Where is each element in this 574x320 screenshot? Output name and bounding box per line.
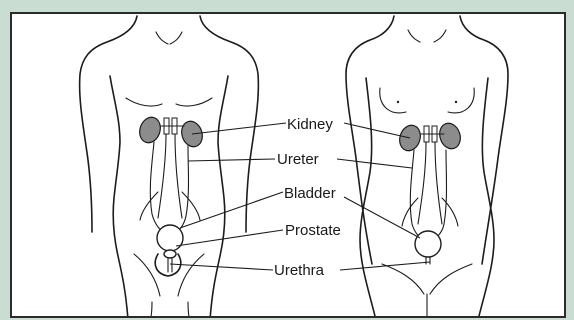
female-right-kidney (436, 121, 463, 152)
female-figure (346, 16, 508, 318)
female-bladder (415, 231, 441, 257)
male-left-kidney (136, 115, 163, 146)
female-right-ureter (432, 150, 447, 240)
male-urethra (168, 258, 172, 272)
label-prostate: Prostate (285, 223, 341, 238)
male-bladder (157, 225, 183, 251)
male-body-outline-left (80, 16, 137, 232)
male-body-outline-right (200, 16, 258, 232)
female-body-outline-left (346, 16, 394, 264)
male-figure (80, 16, 259, 318)
label-urethra: Urethra (274, 263, 324, 278)
label-bladder: Bladder (284, 186, 336, 201)
male-left-ureter (150, 142, 166, 234)
label-kidney: Kidney (287, 117, 333, 132)
female-body-outline-right (460, 16, 508, 264)
male-prostate (164, 250, 176, 258)
label-ureter: Ureter (277, 152, 319, 167)
female-urethra (426, 257, 430, 264)
diagram-frame: Kidney Ureter Bladder Prostate Urethra (10, 12, 566, 318)
